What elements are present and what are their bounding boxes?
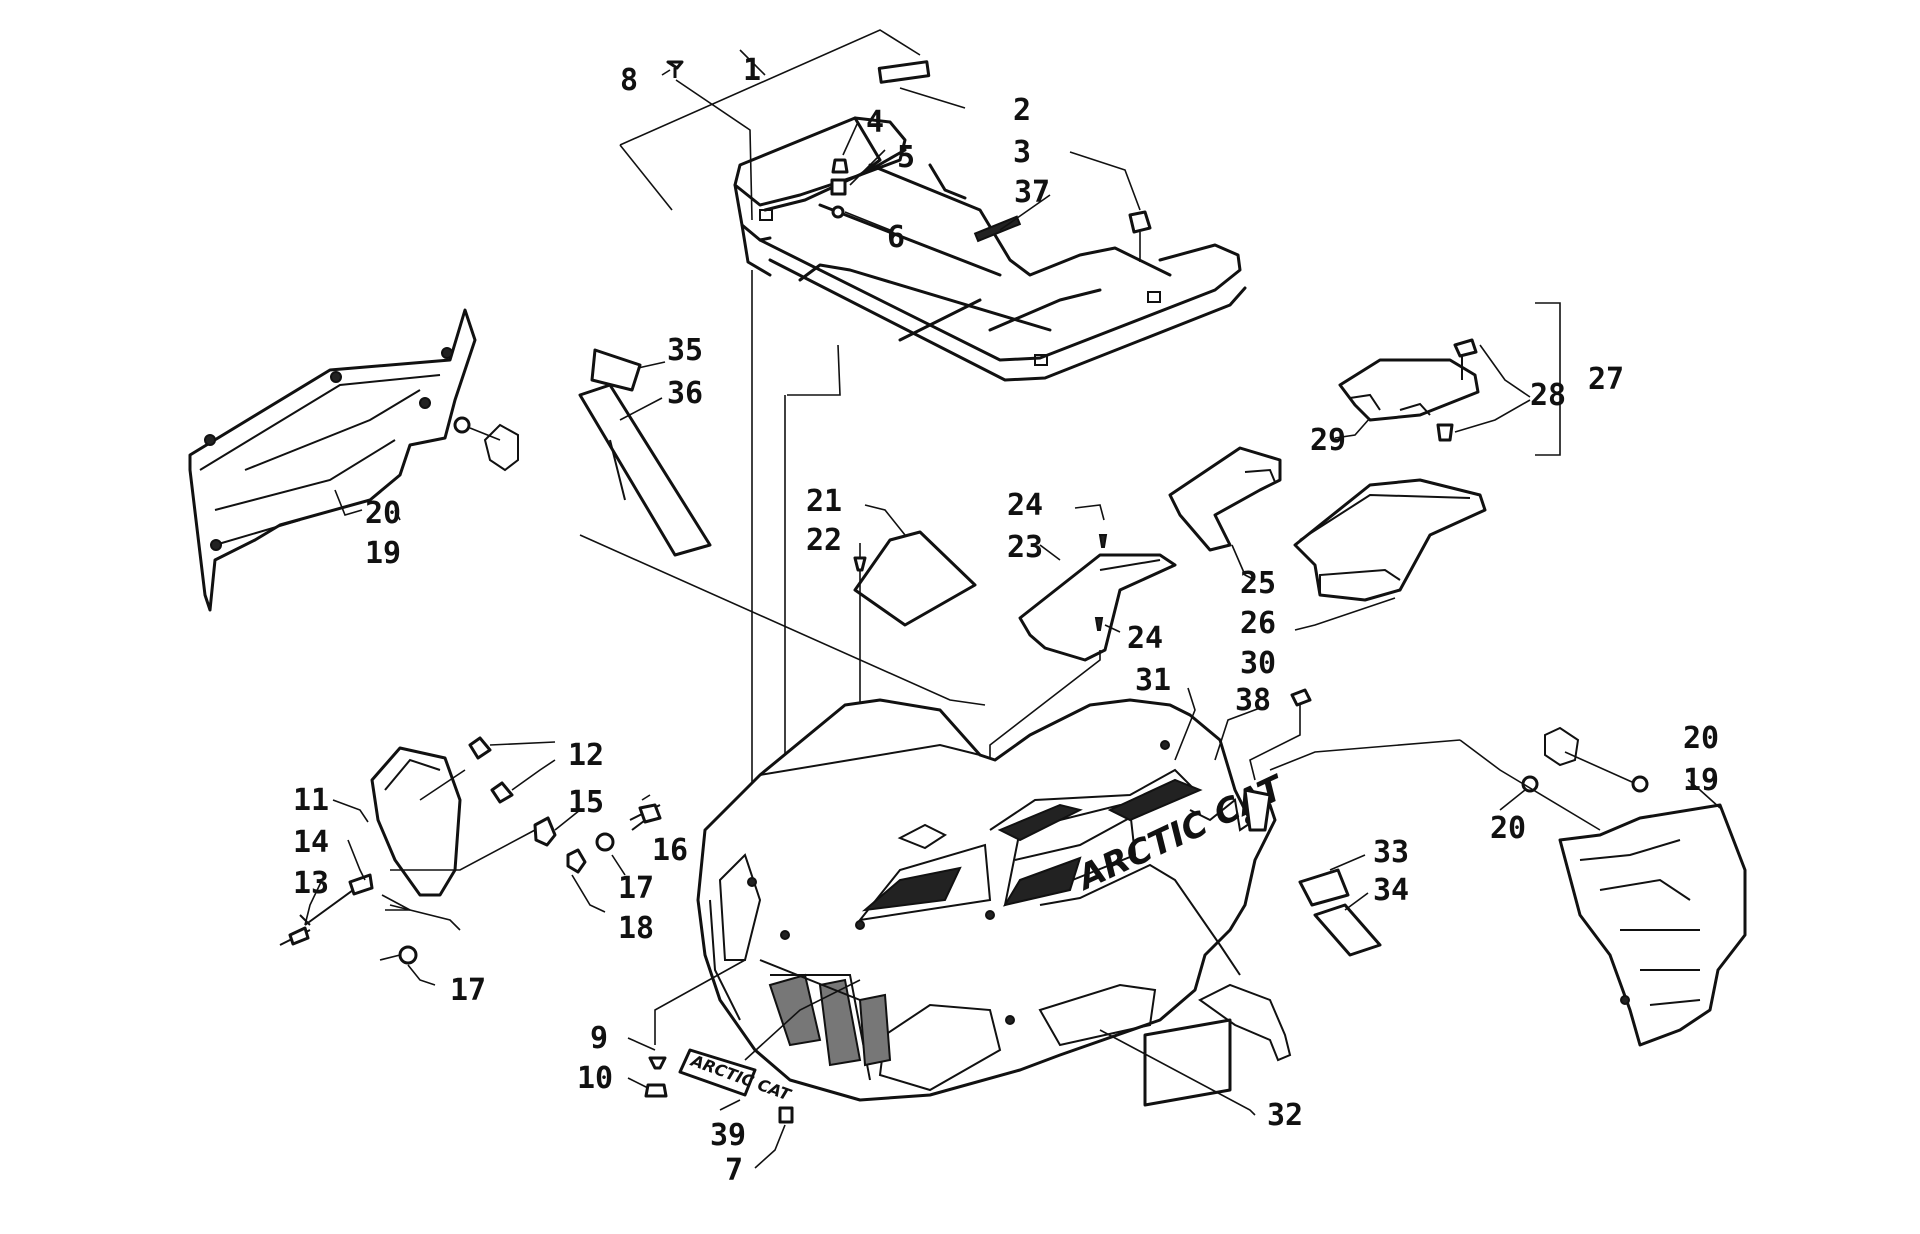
storage-box-26 — [1293, 478, 1487, 602]
callout-26: 26 — [1240, 606, 1276, 641]
callout-16: 16 — [652, 833, 688, 868]
callout-19-left: 19 — [365, 536, 401, 571]
callout-33: 33 — [1373, 835, 1409, 870]
callout-36: 36 — [667, 376, 703, 411]
callout-34: 34 — [1373, 873, 1409, 908]
callout-35: 35 — [667, 333, 703, 368]
callout-18: 18 — [618, 911, 654, 946]
callout-30: 30 — [1240, 646, 1276, 681]
washer-17-a — [595, 832, 615, 852]
bolt-4 — [831, 158, 849, 174]
headlight-lens-11 — [370, 746, 462, 897]
callout-labels: 1 2 3 4 5 6 37 8 35 36 19 20 21 22 23 24… — [293, 53, 1719, 1188]
panel-21 — [853, 530, 977, 627]
callout-22: 22 — [806, 523, 842, 558]
callout-20-right-b: 20 — [1683, 721, 1719, 756]
screw-7 — [778, 1106, 794, 1124]
callout-11: 11 — [293, 783, 329, 818]
grommet-20-left — [453, 416, 471, 434]
decal-2 — [877, 60, 931, 84]
callout-20-left: 20 — [365, 496, 401, 531]
decal-35 — [590, 348, 642, 392]
callout-32: 32 — [1267, 1098, 1303, 1133]
callout-15: 15 — [568, 785, 604, 820]
grommet-18 — [566, 848, 587, 874]
decal-36 — [578, 383, 712, 557]
screw-8 — [666, 60, 684, 78]
callout-4: 4 — [866, 105, 884, 140]
rivet-22 — [853, 556, 867, 572]
decal-39 — [678, 1048, 757, 1097]
screw-12a — [468, 736, 492, 760]
callout-20-right-a: 20 — [1490, 811, 1526, 846]
callout-19-right: 19 — [1683, 763, 1719, 798]
callout-23: 23 — [1007, 530, 1043, 565]
washer-17-b — [398, 945, 418, 965]
nut-10 — [644, 1083, 668, 1098]
callout-31: 31 — [1135, 663, 1171, 698]
callout-27: 27 — [1588, 362, 1624, 397]
callout-21: 21 — [806, 484, 842, 519]
nut-20-left — [483, 423, 519, 472]
callout-29: 29 — [1310, 423, 1346, 458]
latch-28 — [1453, 338, 1478, 358]
decal-33 — [1298, 868, 1350, 907]
washer-9 — [648, 1056, 667, 1070]
callout-39: 39 — [710, 1118, 746, 1153]
panel-23 — [1018, 553, 1177, 662]
callout-13: 13 — [293, 866, 329, 901]
rivet-24-top — [1098, 534, 1108, 548]
callout-24-bottom: 24 — [1127, 621, 1163, 656]
fastener-28 — [1436, 423, 1454, 442]
bracket-38 — [1243, 788, 1272, 832]
callout-2: 2 — [1013, 93, 1031, 128]
front-body: ARCTIC CAT — [696, 698, 1292, 1102]
storage-lid-25 — [1168, 446, 1282, 552]
callout-14: 14 — [293, 825, 329, 860]
nut-6 — [831, 205, 845, 219]
cover-29 — [1338, 358, 1480, 422]
grommet-15 — [533, 816, 557, 847]
callout-17-b: 17 — [450, 973, 486, 1008]
rivet-24-bottom — [1094, 617, 1104, 631]
clip-3 — [1128, 210, 1152, 234]
socket-14 — [299, 884, 361, 926]
callout-28: 28 — [1530, 378, 1566, 413]
grommet-20-right-top — [1631, 775, 1649, 793]
callout-3: 3 — [1013, 135, 1031, 170]
callout-38: 38 — [1235, 683, 1271, 718]
decal-32 — [1143, 1018, 1232, 1107]
callout-5: 5 — [897, 140, 915, 175]
callout-25: 25 — [1240, 566, 1276, 601]
callout-10: 10 — [577, 1061, 613, 1096]
callout-37: 37 — [1014, 175, 1050, 210]
callout-6: 6 — [887, 220, 905, 255]
screw-12b — [490, 781, 514, 804]
spacer-5 — [830, 178, 847, 196]
decal-34 — [1313, 903, 1382, 957]
callout-17-a: 17 — [618, 871, 654, 906]
rack — [733, 116, 1247, 382]
callout-7: 7 — [725, 1153, 743, 1188]
callout-1: 1 — [743, 53, 761, 88]
callout-12: 12 — [568, 738, 604, 773]
grommet-30 — [1290, 688, 1312, 707]
callout-8: 8 — [620, 63, 638, 98]
right-side-panel — [1558, 803, 1747, 1047]
callout-9: 9 — [590, 1021, 608, 1056]
left-side-panel — [188, 308, 477, 612]
nut-20-right — [1544, 726, 1580, 767]
callout-24-top: 24 — [1007, 488, 1043, 523]
